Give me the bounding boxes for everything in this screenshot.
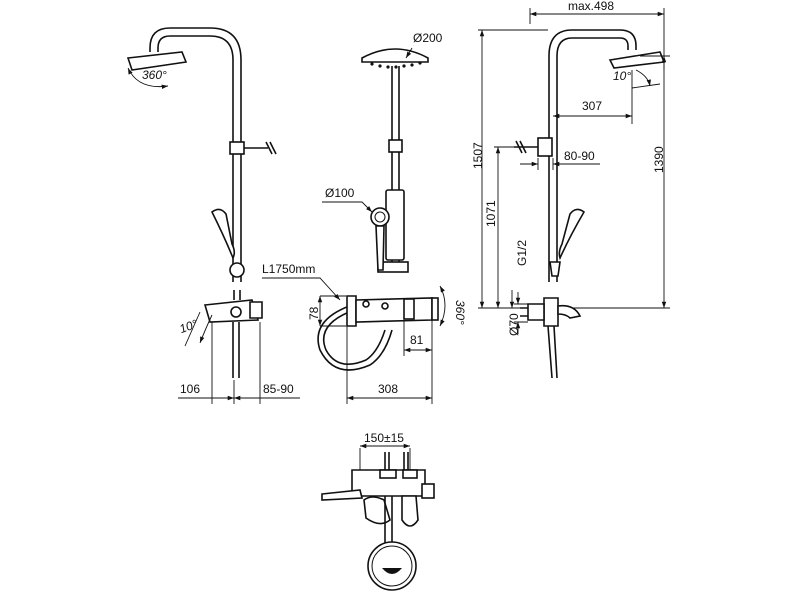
tilt-mixer-label: 10° [178, 317, 200, 336]
mixer-side-view: 10° 106 85-90 [178, 290, 300, 404]
arm-reach-label: 307 [582, 99, 602, 113]
mixer-width-label: 308 [378, 382, 398, 396]
escutcheon-diameter-label: Ø70 [507, 313, 521, 336]
handshower-diameter-label: Ø100 [325, 186, 355, 200]
mixer-depth-label: 106 [180, 382, 200, 396]
spout-projection-label: 85-90 [263, 382, 294, 396]
hose-length-label: L1750mm [262, 262, 315, 276]
hand-shower-right-icon [558, 208, 586, 261]
front-view: Ø200 Ø100 [322, 31, 443, 273]
overhead-shower-icon [126, 51, 188, 71]
hand-shower-front-icon [370, 207, 390, 227]
spout-gap-label: 81 [410, 333, 424, 347]
total-height-label: 1507 [471, 142, 485, 169]
max-width-label: max.498 [568, 0, 614, 13]
tilt-head-label: 10° [613, 69, 631, 83]
mixer-height-label: 78 [307, 306, 321, 320]
overhead-shower-right-icon [608, 51, 666, 69]
mixer-front-view: L1750mm 360° 78 81 308 [262, 262, 467, 404]
centres-label: 150±15 [364, 431, 404, 445]
wall-bracket-icon [229, 141, 245, 155]
bracket-height-label: 1071 [484, 200, 498, 227]
hand-shower-icon [210, 208, 236, 260]
side-view-left: 360° [126, 27, 277, 282]
rotation-mixer-label: 360° [453, 300, 467, 325]
thread-label: G1/2 [515, 240, 529, 266]
bracket-offset-label: 80-90 [564, 149, 595, 163]
overhead-plan-icon [367, 541, 417, 591]
rotation-head-label: 360° [142, 68, 167, 82]
side-view-right: max.498 10° 307 80-90 1507 1390 1071 [471, 0, 670, 379]
overhead-shower-front-icon [361, 48, 429, 63]
plan-view: 150±15 [321, 431, 435, 591]
head-height-label: 1390 [652, 146, 666, 173]
overhead-diameter-label: Ø200 [413, 31, 443, 45]
